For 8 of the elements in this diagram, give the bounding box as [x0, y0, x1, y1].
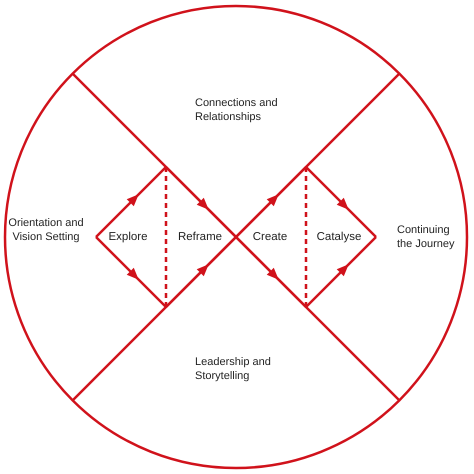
stage-label: Explore [108, 231, 148, 243]
section-label: Continuing the Journey [397, 223, 456, 251]
stage-label: Catalyse [316, 231, 362, 243]
stage-label: Create [252, 231, 288, 243]
section-label: Orientation and Vision Setting [7, 216, 85, 244]
section-label: Connections and Relationships [195, 96, 279, 124]
section-label: Leadership and Storytelling [195, 355, 272, 383]
stage-label: Reframe [178, 231, 222, 243]
